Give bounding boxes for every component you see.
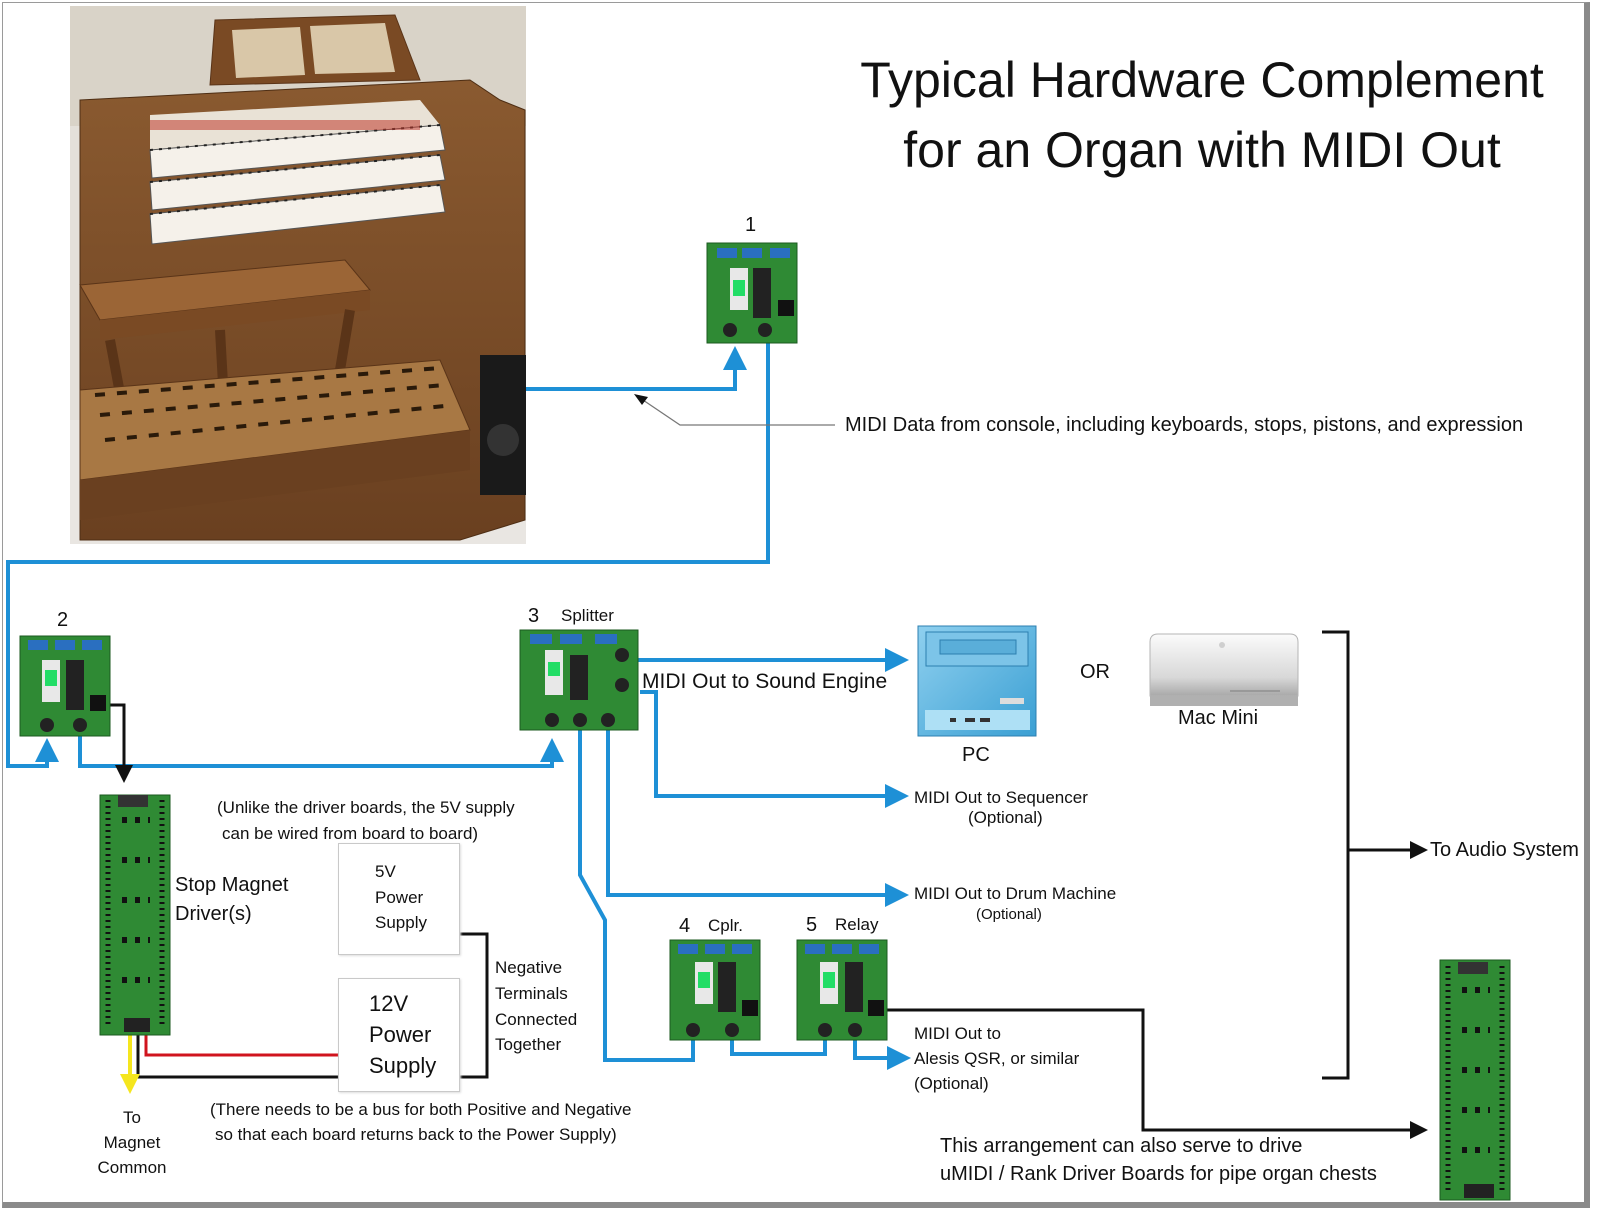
negative-line3: Connected: [495, 1010, 578, 1029]
pc-label: PC: [962, 744, 990, 766]
board-3-name: Splitter: [561, 606, 614, 625]
arrangement-note-line2: uMIDI / Rank Driver Boards for pipe orga…: [940, 1163, 1377, 1185]
negative-line4: Together: [495, 1035, 562, 1054]
board-5-number: 5: [806, 914, 818, 936]
psu5-line3: Supply: [375, 913, 427, 932]
board-5-name: Relay: [835, 915, 879, 934]
bus-note-line1: (There needs to be a bus for both Positi…: [210, 1100, 632, 1119]
board-4-name: Cplr.: [708, 916, 743, 935]
psu12-line3: Supply: [369, 1053, 437, 1078]
stop-magnet-driver-board: [99, 794, 171, 1036]
board-5-relay: [796, 939, 888, 1041]
midi-cables: [6, 338, 911, 1070]
magnet-common-line3: Common: [97, 1158, 167, 1177]
psu5-line1: 5V: [375, 862, 396, 881]
board-3-number: 3: [528, 605, 540, 627]
sequencer-optional-label: (Optional): [968, 808, 1043, 827]
alesis-line3: (Optional): [914, 1074, 989, 1093]
supply-note-line1: (Unlike the driver boards, the 5V supply: [217, 798, 515, 817]
arrangement-note-line1: This arrangement can also serve to drive: [940, 1135, 1303, 1157]
drum-machine-optional-label: (Optional): [976, 906, 1042, 923]
mac-mini-image: [1149, 633, 1299, 706]
psu12-line1: 12V: [369, 991, 409, 1016]
power-supply-5v: [338, 843, 460, 955]
organ-console-image: [70, 6, 526, 544]
power-supply-12v: [338, 978, 460, 1092]
psu5-line2: Power: [375, 888, 424, 907]
board-4-coupler: [669, 939, 761, 1041]
audio-system-label: To Audio System: [1430, 839, 1579, 861]
mac-mini-label: Mac Mini: [1178, 707, 1259, 729]
board-1: [706, 242, 798, 344]
board-2-number: 2: [57, 609, 69, 631]
board-4-number: 4: [679, 915, 691, 937]
midi-data-label: MIDI Data from console, including keyboa…: [845, 414, 1524, 436]
negative-line1: Negative: [495, 958, 563, 977]
alesis-line2: Alesis QSR, or similar: [914, 1049, 1080, 1068]
stop-magnet-label-1: Stop Magnet: [175, 874, 289, 896]
bus-note-line2: so that each board returns back to the P…: [215, 1125, 617, 1144]
magnet-common-line1: To: [123, 1108, 141, 1127]
alesis-line1: MIDI Out to: [914, 1024, 1001, 1043]
midi-data-pointer: [634, 394, 835, 426]
stop-magnet-label-2: Driver(s): [175, 903, 252, 925]
magnet-common-line2: Magnet: [103, 1133, 161, 1152]
psu12-line2: Power: [369, 1022, 432, 1047]
board-2: [19, 635, 111, 737]
power-wires: [108, 630, 1428, 1139]
board-3-splitter: [519, 629, 639, 731]
pc-image: [917, 625, 1037, 737]
board-1-number: 1: [745, 214, 757, 236]
drum-machine-label: MIDI Out to Drum Machine: [914, 884, 1117, 903]
negative-line2: Terminals: [495, 984, 568, 1003]
diagram-title-line2: for an Organ with MIDI Out: [903, 122, 1501, 178]
or-label: OR: [1080, 661, 1110, 683]
rank-driver-board: [1439, 959, 1511, 1201]
sound-engine-label: MIDI Out to Sound Engine: [642, 670, 888, 693]
diagram-title-line1: Typical Hardware Complement: [860, 52, 1544, 108]
sequencer-label: MIDI Out to Sequencer: [914, 788, 1088, 807]
supply-note-line2: can be wired from board to board): [222, 824, 479, 843]
